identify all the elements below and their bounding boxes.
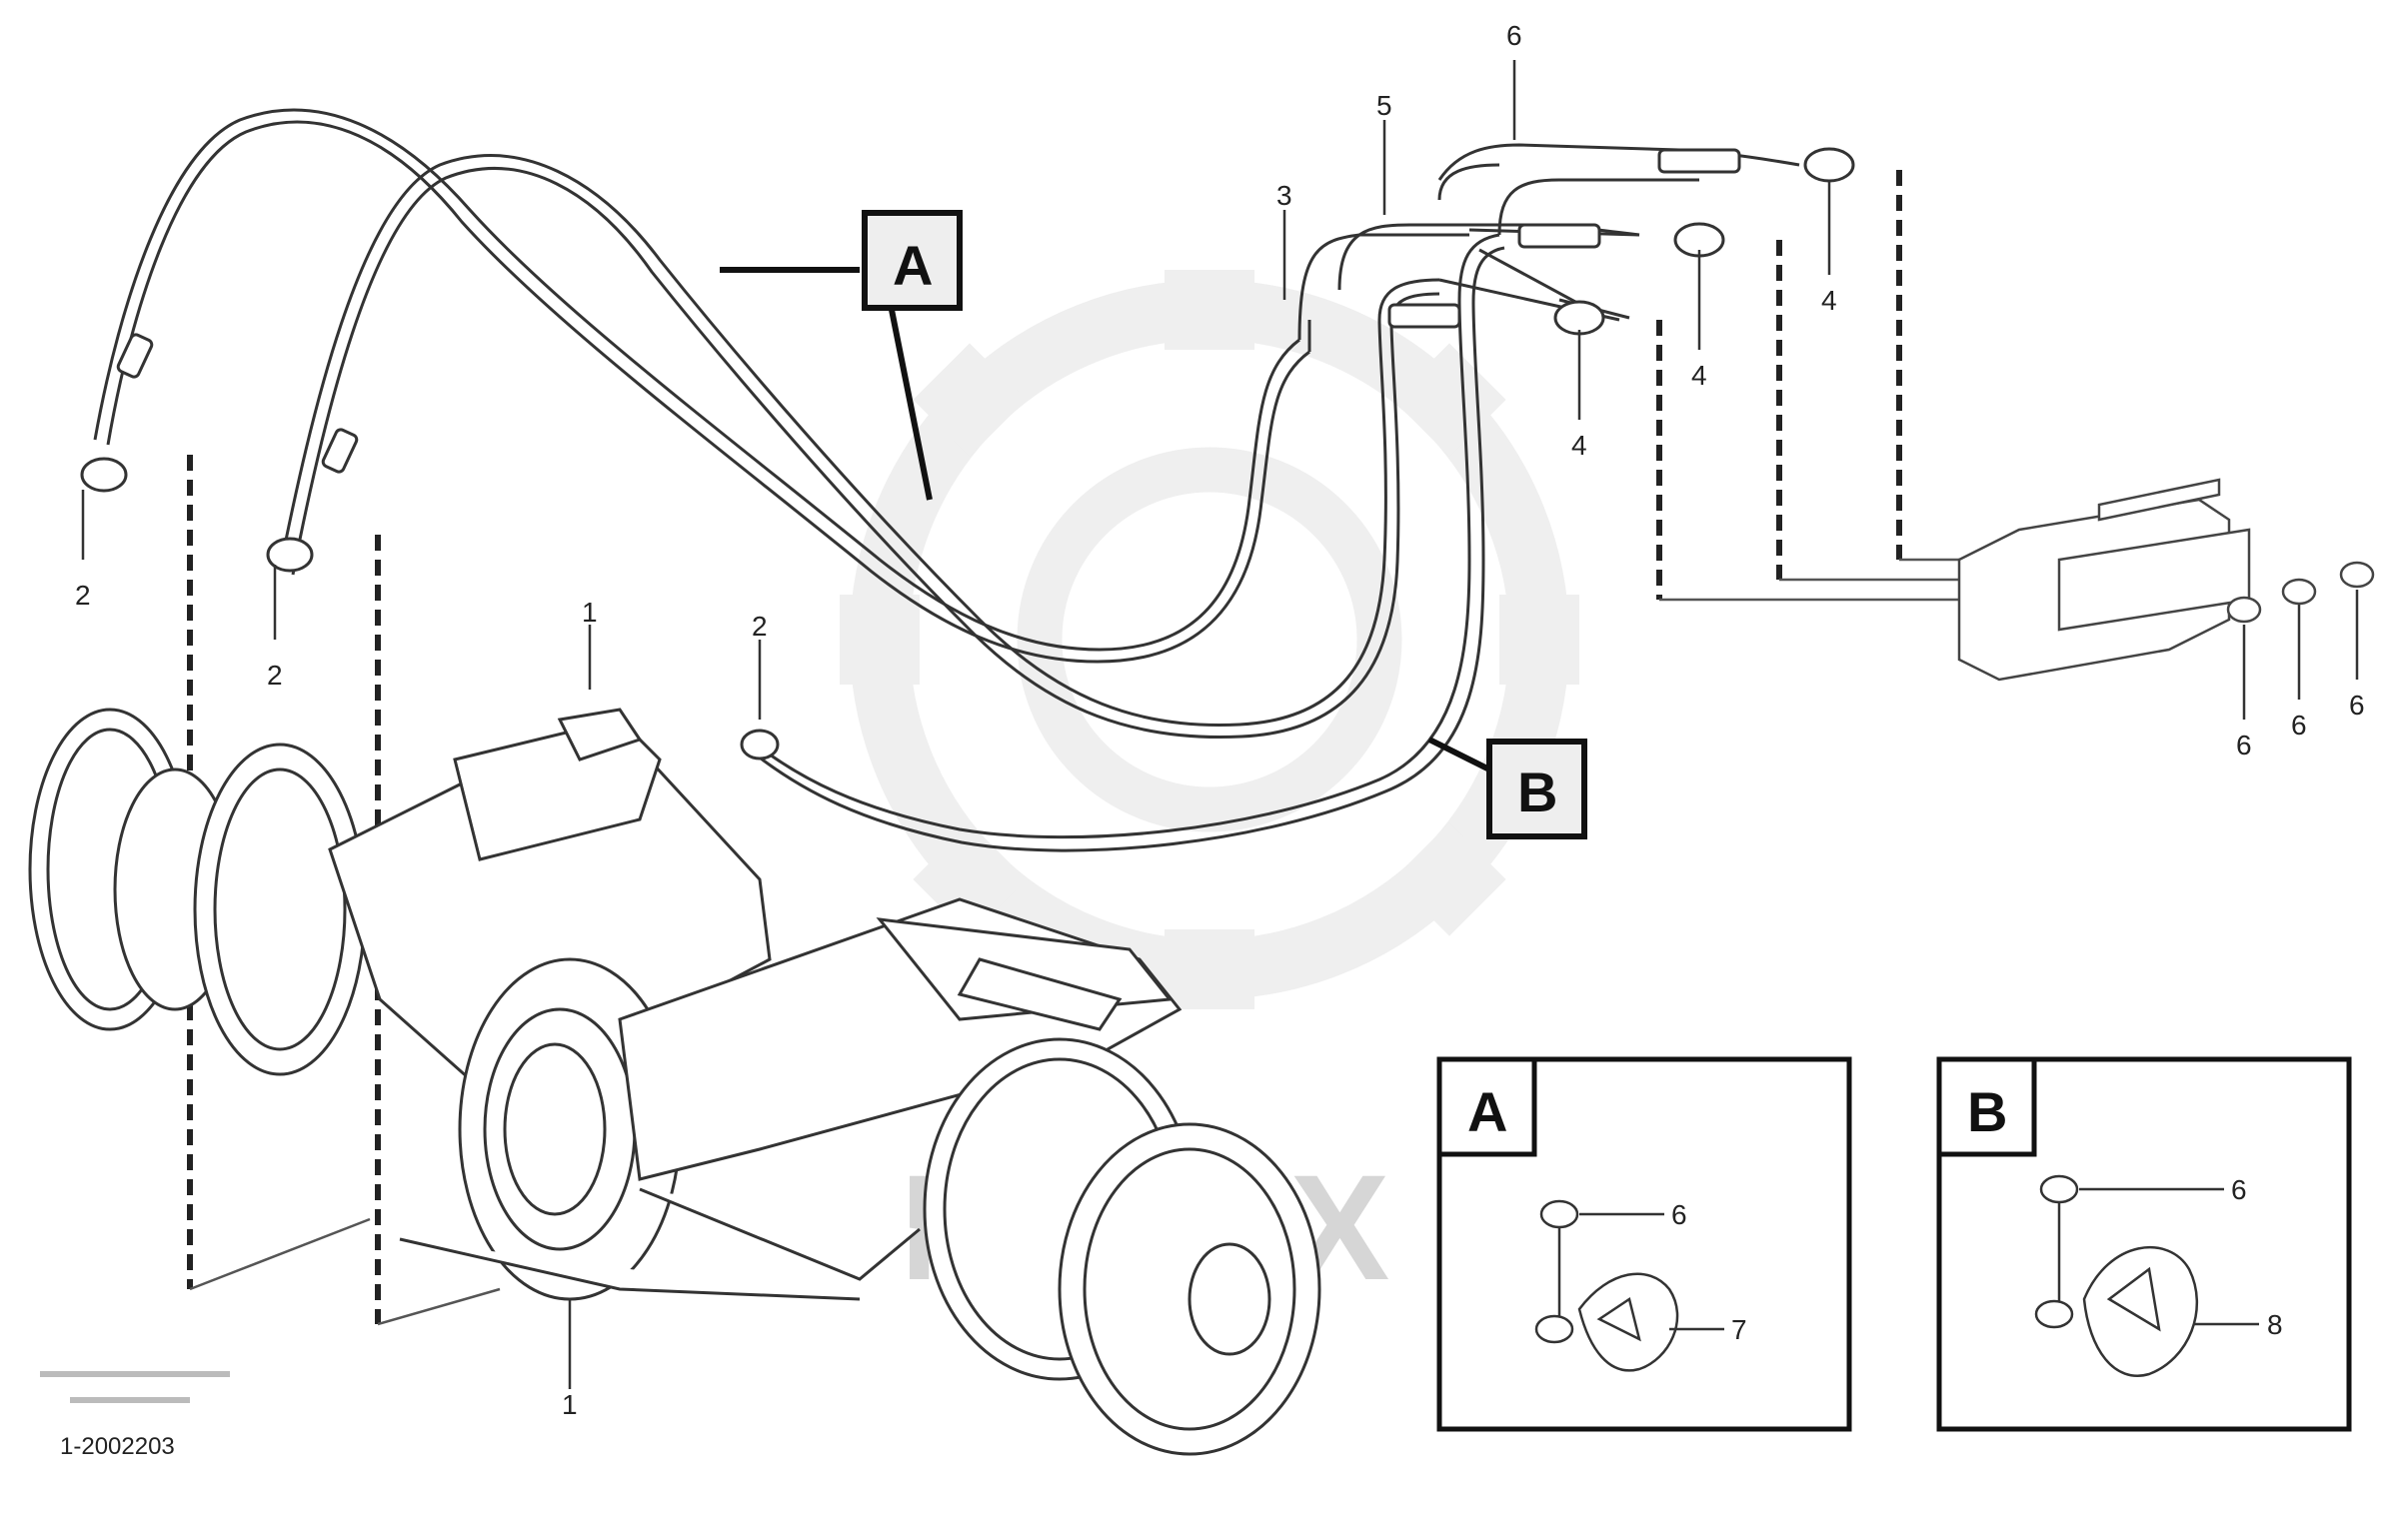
dashed-lines (187, 170, 1902, 1324)
callout-6-r3: 6 (2349, 690, 2365, 721)
section-tag-b-label: B (1517, 761, 1557, 823)
detail-a-callout-6: 6 (1671, 1199, 1687, 1230)
callout-4-b: 4 (1691, 360, 1707, 391)
callout-2-left2: 2 (267, 660, 283, 691)
section-tag-a: A (720, 210, 963, 501)
callout-leaders (81, 60, 2359, 1389)
hose-fittings (80, 147, 1855, 761)
footer: 1-2002203 (40, 1371, 230, 1460)
callout-2-mid: 2 (752, 611, 768, 642)
detail-b-callout-8: 8 (2267, 1309, 2283, 1340)
brake-lines (93, 108, 1800, 852)
doc-number: 1-2002203 (60, 1433, 175, 1460)
callout-4-a: 4 (1571, 430, 1587, 461)
detail-box-a: A 6 7 (1436, 1056, 1852, 1432)
watermark-gear-icon (840, 270, 1579, 1009)
detail-box-b: B 6 8 (1936, 1056, 2352, 1432)
callout-1-bottom: 1 (562, 1389, 578, 1420)
callout-6: 6 (1506, 20, 1522, 51)
section-tag-a-label: A (893, 234, 933, 297)
callout-6-r2: 6 (2291, 710, 2307, 741)
callout-6-r1: 6 (2236, 730, 2252, 761)
brake-valve (1957, 478, 2375, 682)
callout-3: 3 (1276, 180, 1292, 211)
detail-box-a-label: A (1467, 1080, 1507, 1143)
section-tag-b: B (1427, 737, 1587, 839)
axle-assembly (28, 708, 1321, 1456)
detail-b-callout-6: 6 (2231, 1174, 2247, 1205)
callout-1-top: 1 (582, 597, 598, 628)
callout-2-left1: 2 (75, 580, 91, 611)
callout-5: 5 (1376, 90, 1392, 121)
callout-4-c: 4 (1821, 285, 1837, 316)
detail-a-callout-7: 7 (1731, 1314, 1747, 1345)
detail-box-b-label: B (1967, 1080, 2007, 1143)
